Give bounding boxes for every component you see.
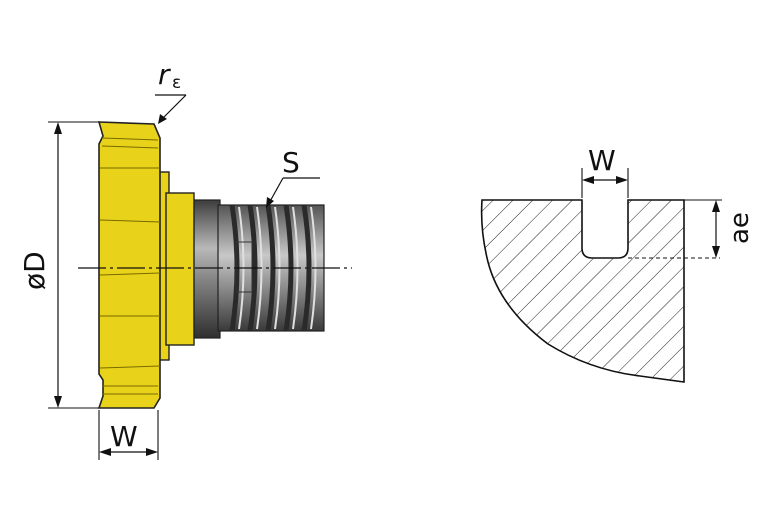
slot-width-dimension: W (581, 144, 629, 198)
milling-tool (78, 121, 352, 409)
tool-width-dimension: W (98, 410, 159, 460)
thread-groove (301, 204, 312, 332)
thread-label: S (282, 146, 300, 179)
insert-tooth-lines (99, 137, 161, 395)
corner-radius-label: r (158, 58, 171, 91)
depth-dimension: ae (684, 199, 755, 258)
corner-radius-subscript: ε (172, 73, 181, 93)
workpiece-section (480, 199, 720, 383)
slot-width-label: W (588, 144, 616, 177)
insert-body (97, 121, 195, 409)
workpiece-outline (480, 199, 685, 383)
diameter-label: øD (18, 251, 51, 290)
thread-callout: S (266, 146, 320, 208)
depth-label: ae (725, 212, 755, 244)
threaded-shank (189, 199, 325, 339)
corner-radius-callout: r ε (155, 58, 187, 124)
tool-width-label: W (110, 420, 138, 453)
diameter-dimension: øD (18, 121, 99, 409)
